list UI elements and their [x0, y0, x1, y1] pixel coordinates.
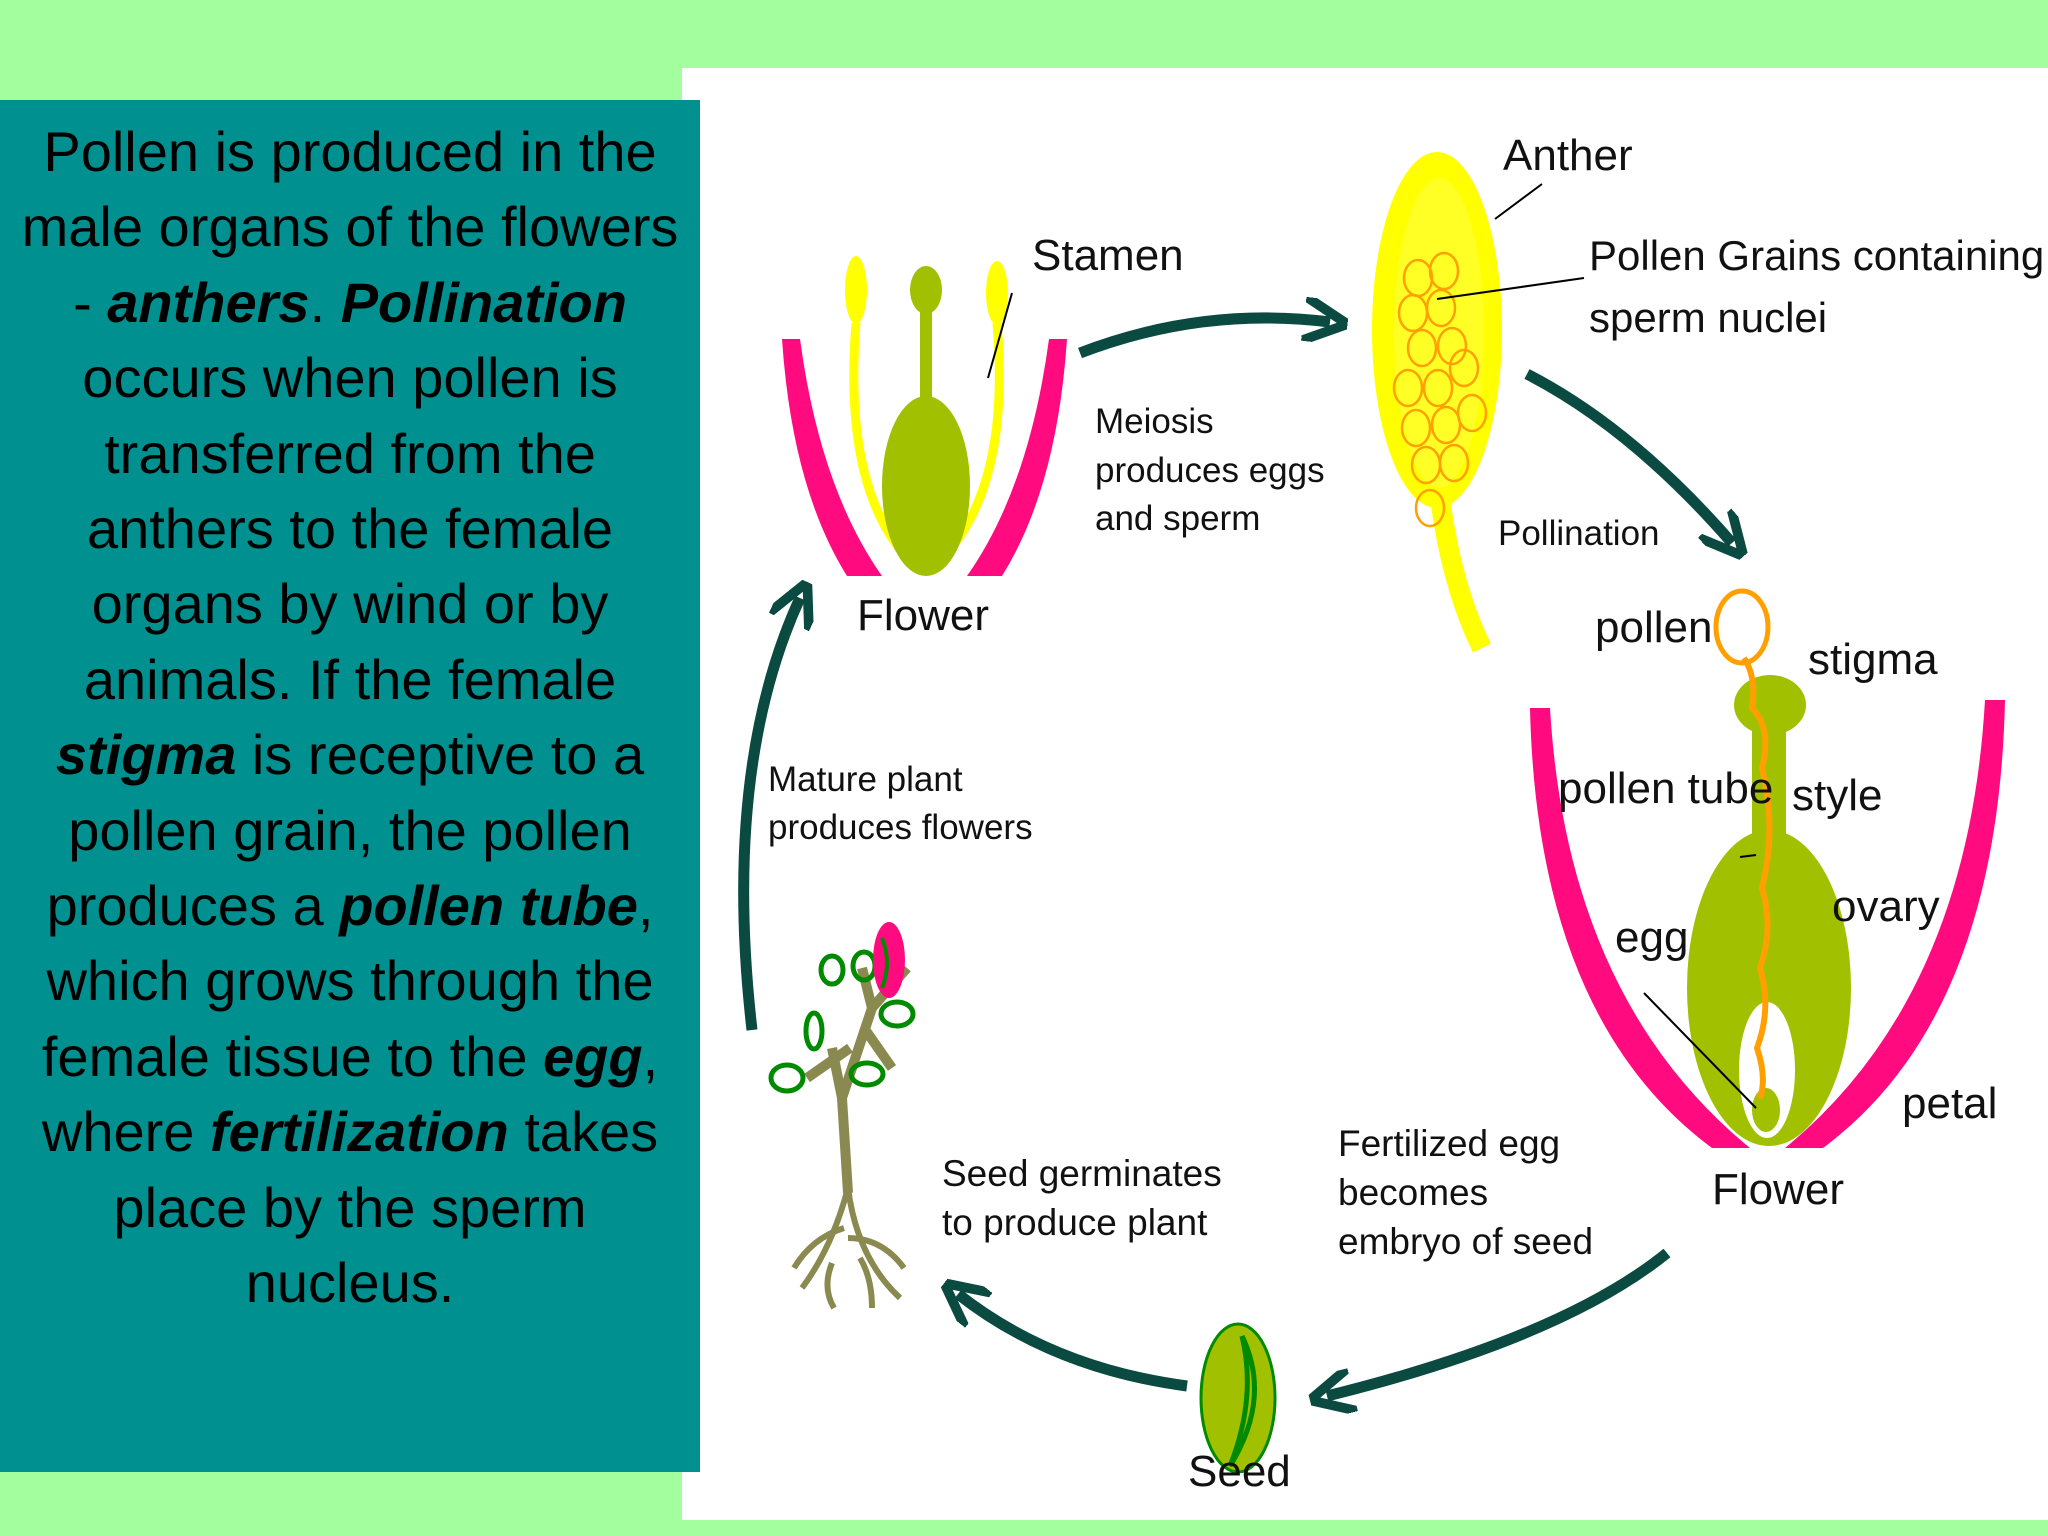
plant-leaves [768, 949, 916, 1094]
pollen-grain [1414, 488, 1446, 528]
paragraph-text: Pollen is produced in the male organs of… [21, 120, 679, 334]
text-panel: Pollen is produced in the male organs of… [0, 100, 700, 1472]
pollen-grain [1406, 328, 1438, 368]
bud-outline [880, 937, 889, 989]
label-fertilized-line1: Fertilized egg [1338, 1123, 1560, 1164]
diagram-labels: Stamen Anther Pollen Grains containing s… [768, 131, 2044, 1496]
pollen-grain [1425, 288, 1457, 328]
egg-leader-line [1643, 992, 1757, 1109]
label-pollen-grains-line2: sperm nuclei [1589, 294, 1827, 341]
label-anther: Anther [1503, 131, 1633, 180]
right-flower-illustration [1530, 588, 2005, 1148]
emphasized-term: stigma [55, 723, 237, 787]
paragraph-text: . [309, 270, 341, 334]
plant-roots [791, 1187, 907, 1310]
label-meiosis-line1: Meiosis [1095, 402, 1214, 441]
pollen-grain [1430, 405, 1462, 445]
label-mature-line1: Mature plant [768, 760, 963, 799]
emphasized-term: pollen tube [339, 874, 638, 938]
arrow-flower-to-seed [1327, 1248, 1671, 1396]
stamen-anther-left [845, 256, 867, 324]
paragraph-text: is receptive to a pollen grain, the poll… [46, 723, 645, 938]
label-stigma: stigma [1808, 635, 1938, 684]
label-meiosis-line3: and sperm [1095, 499, 1260, 538]
pollen-grain [1422, 368, 1454, 408]
egg-cell [1752, 1088, 1780, 1132]
young-plant-illustration [768, 922, 916, 1310]
stamen-leader-line [987, 292, 1013, 379]
top-flower-petal-right [967, 339, 1067, 576]
label-egg: egg [1615, 913, 1688, 962]
paragraph-text: , which grows through the female tissue … [41, 874, 654, 1088]
arrow-plant-to-flower [738, 598, 800, 1031]
pollen-grain [1448, 348, 1480, 388]
right-flower-petal-right [1785, 700, 2005, 1148]
paragraph-text: occurs when pollen is transferred from t… [82, 346, 618, 711]
anther-illustration [1372, 152, 1585, 653]
label-seed: Seed [1188, 1447, 1291, 1496]
label-meiosis-line2: produces eggs [1095, 451, 1325, 490]
label-fertilized-line2: becomes [1338, 1172, 1488, 1213]
arrow-seed-to-plant [958, 1294, 1188, 1392]
pollen-grains-leader-line [1436, 277, 1585, 300]
seed-illustration [1199, 1322, 1277, 1474]
right-flower-ovary [1687, 830, 1851, 1146]
top-flower-petal-left [782, 339, 882, 576]
cycle-arrows [738, 318, 1732, 1396]
top-flower-ovary [882, 396, 970, 576]
pollen-grains [1392, 251, 1488, 528]
label-pollination: Pollination [1498, 514, 1660, 553]
emphasized-term: Pollination [340, 270, 627, 334]
label-petal: petal [1902, 1079, 1997, 1128]
label-fertilized-line3: embryo of seed [1338, 1221, 1593, 1262]
anther-filament [1430, 496, 1491, 653]
top-flower-illustration [782, 256, 1067, 576]
label-stamen: Stamen [1032, 231, 1184, 280]
paragraph-text: takes place by the sperm nucleus. [113, 1100, 659, 1315]
seed-coat [1199, 1322, 1277, 1474]
plant-flower-bud [873, 922, 905, 998]
anther-leader-line [1494, 183, 1543, 220]
label-pollen: pollen [1595, 603, 1712, 652]
diagram-panel: Stamen Anther Pollen Grains containing s… [682, 68, 2048, 1520]
label-flower-right: Flower [1712, 1165, 1844, 1214]
right-flower-petal-left [1530, 708, 1750, 1148]
label-style: style [1792, 771, 1882, 820]
label-pollen-tube: pollen tube [1558, 764, 1773, 813]
label-pollen-grains-line1: Pollen Grains containing [1589, 232, 2044, 279]
label-germinate-line2: to produce plant [942, 1202, 1208, 1243]
stamen-anther-right [986, 261, 1008, 325]
pollen-tube [1741, 656, 1773, 1099]
label-ovary: ovary [1832, 882, 1940, 931]
explanation-paragraph: Pollen is produced in the male organs of… [10, 114, 690, 1321]
top-flower-stigma [910, 266, 942, 314]
pollen-grain [1428, 251, 1460, 291]
arrow-flower-to-anther [1078, 318, 1330, 359]
pollen-grain-on-stigma [1713, 588, 1771, 666]
label-flower-top: Flower [857, 591, 989, 640]
pollen-grain [1400, 408, 1432, 448]
label-germinate-line1: Seed germinates [942, 1153, 1222, 1194]
plant-stem [804, 964, 911, 1194]
arrow-anther-to-flower [1524, 369, 1732, 543]
emphasized-term: fertilization [210, 1100, 509, 1164]
plant-life-cycle-diagram: Stamen Anther Pollen Grains containing s… [738, 131, 2044, 1496]
seed-embryo [1227, 1334, 1257, 1468]
paragraph-text: , where [41, 1024, 659, 1164]
pollen-grain [1392, 368, 1424, 408]
label-mature-line2: produces flowers [768, 808, 1033, 847]
right-flower-stigma [1734, 675, 1806, 735]
pollen-grain [1438, 443, 1470, 483]
emphasized-term: egg [543, 1024, 643, 1088]
pollen-grain [1456, 393, 1488, 433]
emphasized-term: anthers [107, 270, 310, 334]
pollen-tube-leader-line [1739, 854, 1757, 858]
pollen-grain [1436, 326, 1468, 366]
